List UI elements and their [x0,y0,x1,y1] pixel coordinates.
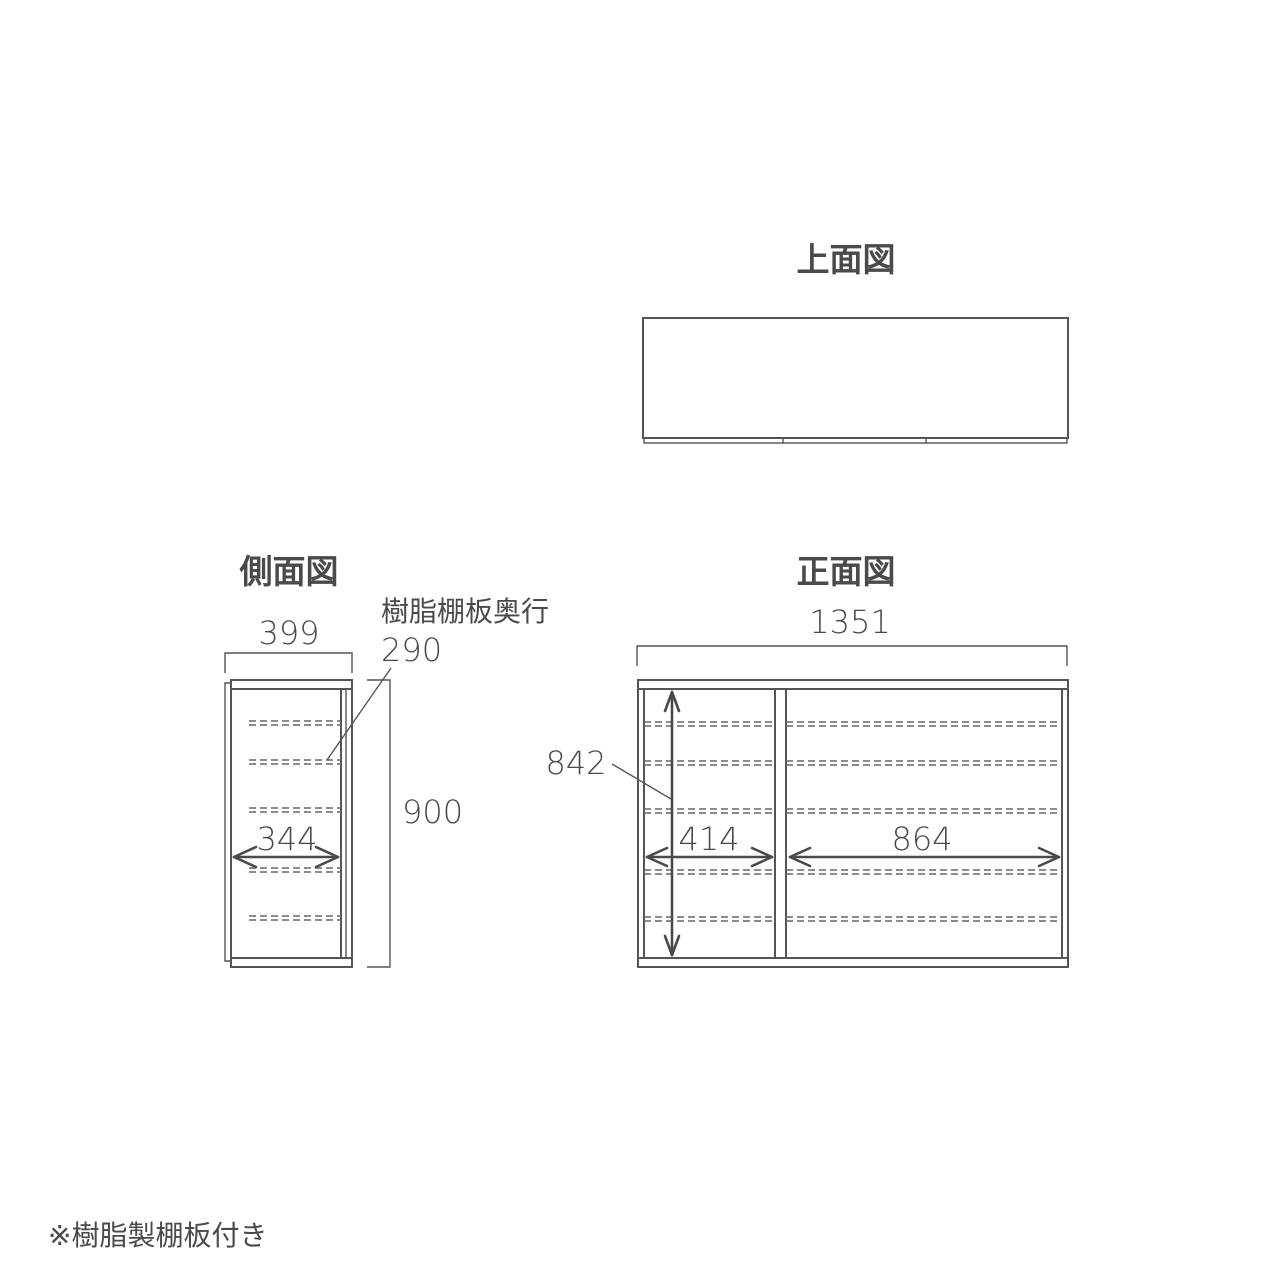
front-inner-height-arrow [663,690,681,957]
front-view: 正面図 1351 842 [545,552,1069,968]
side-bottom-board [230,957,353,968]
side-height-dimension-line [367,679,391,968]
front-width-value: 1351 [809,603,890,641]
front-bottom-board [637,957,1069,968]
front-left-side-panel [637,688,645,959]
shelf-depth-note: 樹脂棚板奥行 [381,595,549,628]
front-right-shelves [786,721,1062,922]
side-width-dimension-line [224,652,353,673]
side-inner-depth-arrow [232,845,340,869]
front-top-board [637,679,1069,690]
front-right-width-arrow [788,846,1061,868]
front-left-width-arrow [645,846,774,868]
side-view-title: 側面図 [239,552,339,591]
side-door-edge [224,682,231,962]
front-right-width-value: 864 [891,820,952,858]
top-view-outline [642,317,1069,439]
footnote: ※樹脂製棚板付き [48,1219,267,1252]
shelf-depth-value: 290 [381,631,442,669]
front-right-side-panel [1061,688,1069,959]
top-view: 上面図 [642,240,1069,444]
side-inner-depth-value: 344 [256,820,317,858]
side-width-value: 399 [258,614,319,652]
side-shelves [249,720,341,921]
front-view-title: 正面図 [797,552,896,591]
front-width-dimension-line [636,645,1068,666]
front-inner-height-value: 842 [545,744,606,782]
side-top-board [230,679,353,690]
top-view-title: 上面図 [797,240,896,279]
front-center-partition [774,688,787,959]
side-height-value: 900 [402,793,463,831]
front-left-width-value: 414 [678,820,739,858]
front-inner-height-leader-line [611,763,672,800]
shelf-depth-leader-line [326,667,392,761]
top-view-door-strip [643,437,1068,444]
side-view: 側面図 樹脂棚板奥行 290 399 344 [224,552,549,968]
